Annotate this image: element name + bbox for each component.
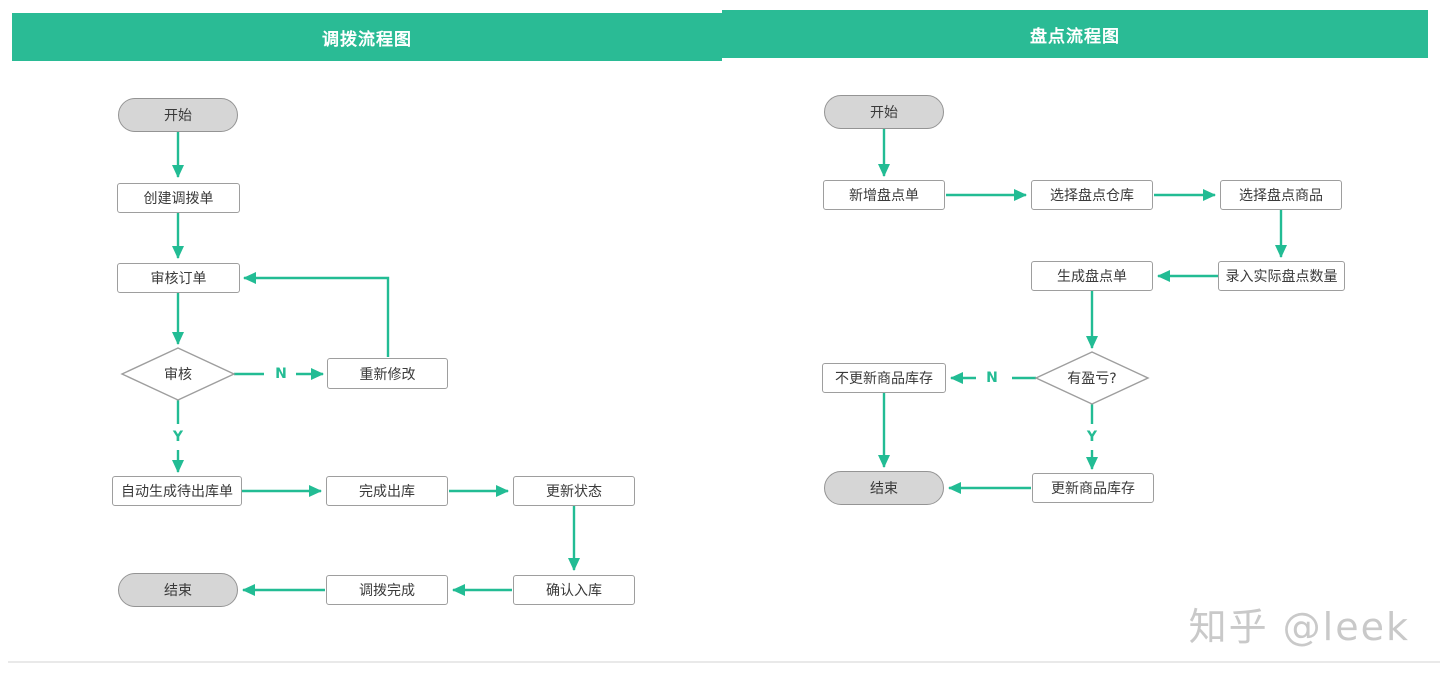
node-update-status: 更新状态 bbox=[513, 476, 635, 506]
edge-label-y-right: Y bbox=[1086, 429, 1098, 445]
node-re-modify: 重新修改 bbox=[327, 358, 448, 389]
node-enter-actual-quantity: 录入实际盘点数量 bbox=[1218, 261, 1345, 291]
node-new-count-order: 新增盘点单 bbox=[823, 180, 945, 210]
node-update-stock: 更新商品库存 bbox=[1032, 473, 1154, 503]
node-transfer-done: 调拨完成 bbox=[326, 575, 448, 605]
transfer-flowchart-title: 调拨流程图 bbox=[12, 13, 722, 61]
node-review-order: 审核订单 bbox=[117, 263, 240, 293]
stocktake-flowchart-title: 盘点流程图 bbox=[722, 10, 1428, 58]
node-generate-count-order: 生成盘点单 bbox=[1031, 261, 1153, 291]
edge-label-n-left: N bbox=[275, 366, 287, 382]
edge-label-n-right: N bbox=[986, 370, 998, 386]
bottom-divider-line bbox=[8, 661, 1440, 663]
zhihu-watermark: 知乎 @leek bbox=[1188, 605, 1410, 649]
node-complete-outbound: 完成出库 bbox=[326, 476, 448, 506]
node-end-right: 结束 bbox=[824, 471, 944, 505]
node-review-decision-label: 审核 bbox=[164, 367, 192, 383]
arrow-modify-back-to-review bbox=[243, 272, 390, 357]
node-select-products: 选择盘点商品 bbox=[1220, 180, 1342, 210]
node-auto-generate-outbound: 自动生成待出库单 bbox=[112, 476, 242, 506]
edge-label-y-left: Y bbox=[172, 429, 184, 445]
node-start-right: 开始 bbox=[824, 95, 944, 129]
node-profit-loss-label: 有盈亏? bbox=[1067, 371, 1117, 387]
node-start-left: 开始 bbox=[118, 98, 238, 132]
node-end-left: 结束 bbox=[118, 573, 238, 607]
node-create-transfer-order: 创建调拨单 bbox=[117, 183, 240, 213]
node-select-warehouse: 选择盘点仓库 bbox=[1031, 180, 1153, 210]
node-no-update-stock: 不更新商品库存 bbox=[822, 363, 946, 393]
node-confirm-inbound: 确认入库 bbox=[513, 575, 635, 605]
